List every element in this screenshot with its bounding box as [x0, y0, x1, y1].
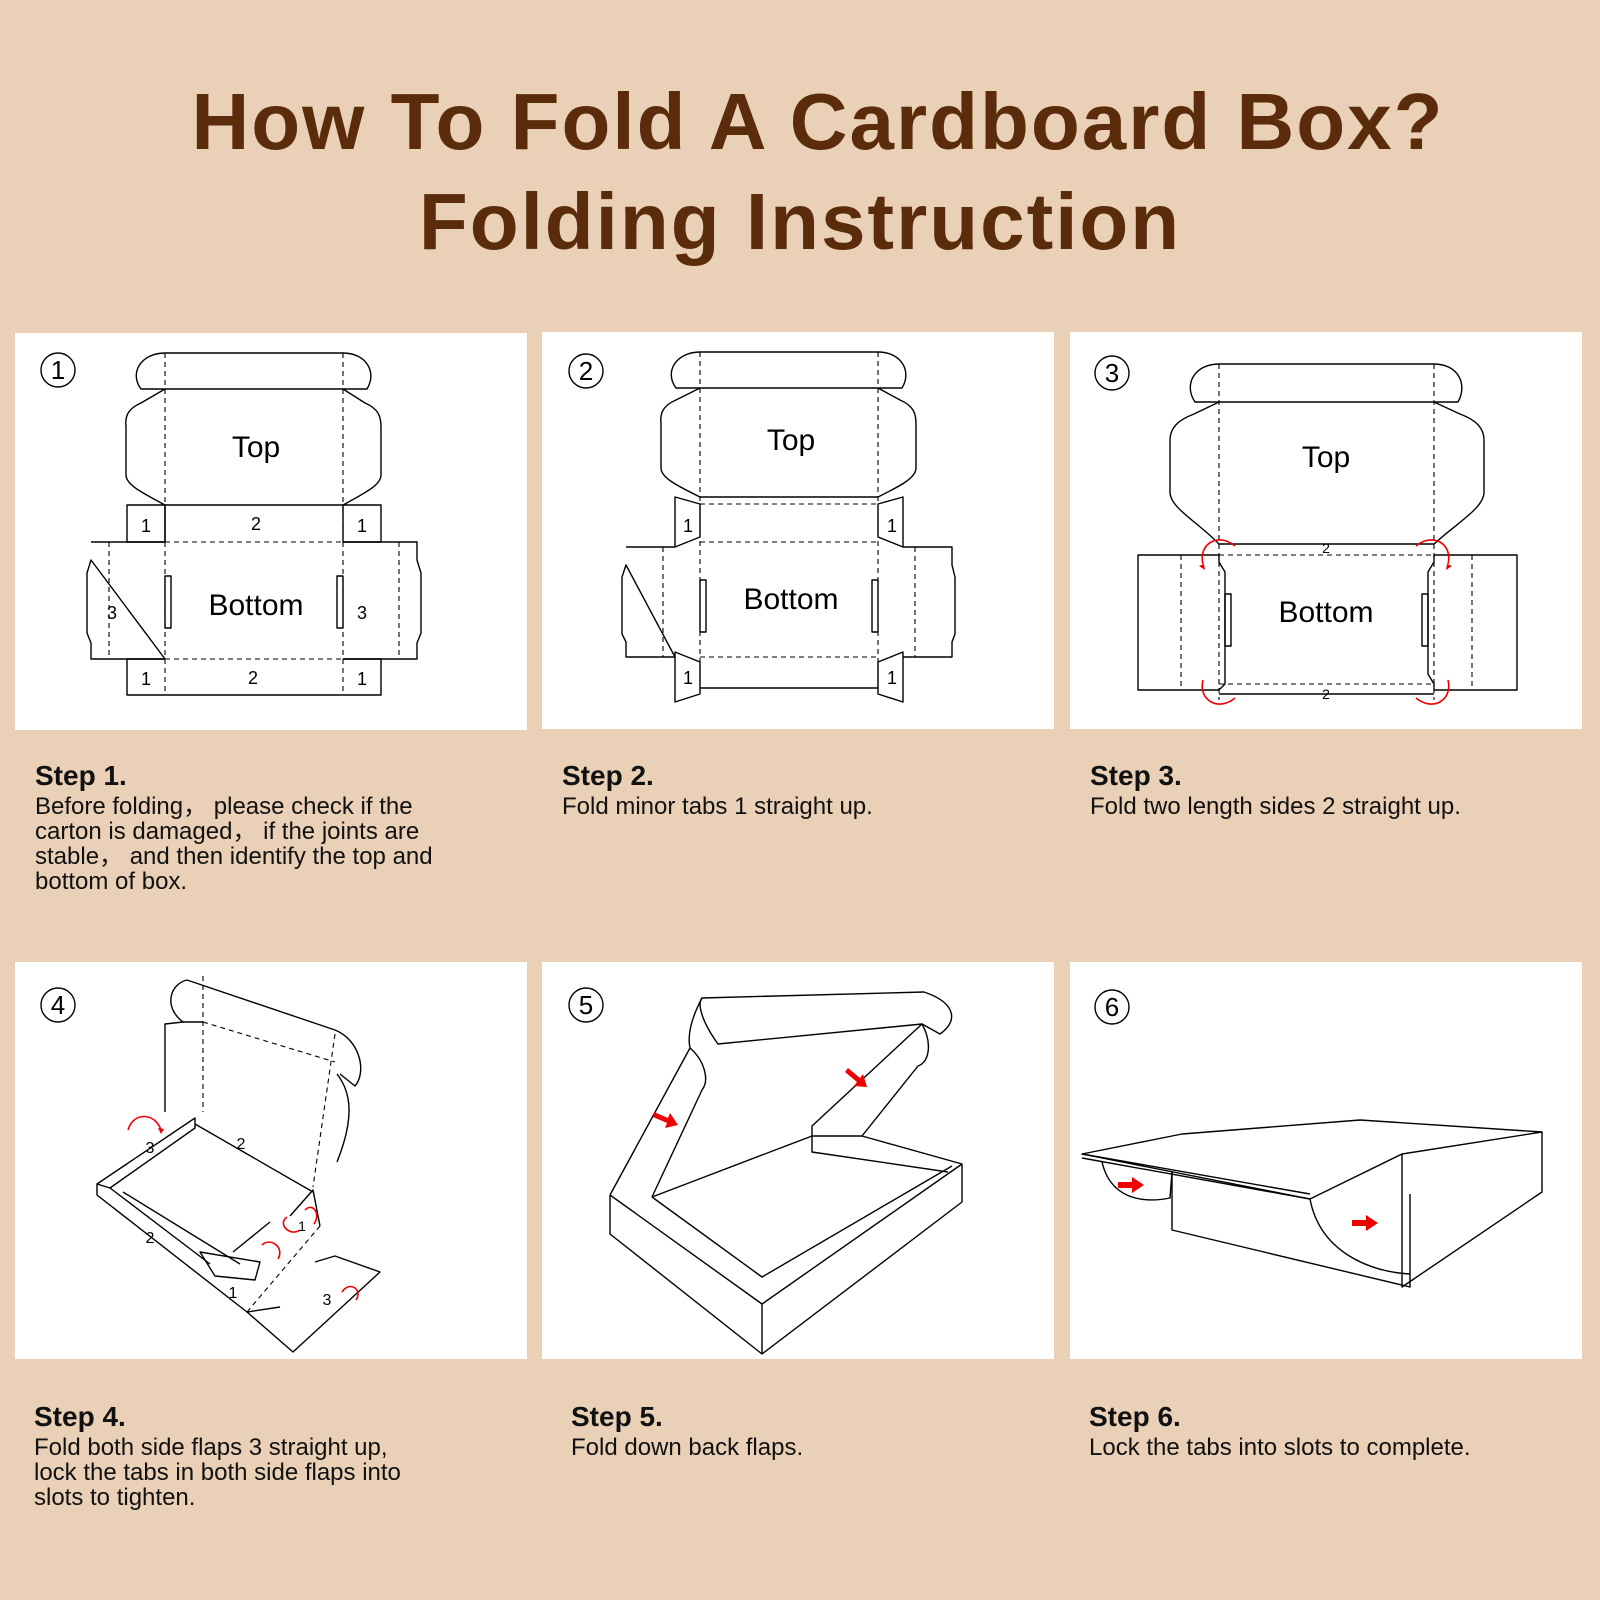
side-2-label: 2: [251, 514, 261, 534]
step-3-caption: Step 3. Fold two length sides 2 straight…: [1090, 760, 1560, 819]
svg-text:1: 1: [51, 355, 65, 385]
tab-1-label: 1: [357, 516, 367, 536]
svg-text:2: 2: [579, 356, 593, 386]
fold-arrows: [653, 1068, 867, 1128]
tab-1-label: 1: [298, 1218, 306, 1234]
step-description: Fold minor tabs 1 straight up.: [562, 793, 873, 820]
step-number-5: 5: [568, 987, 604, 1023]
step-3-diagram: 3 Top Bottom: [1070, 332, 1582, 729]
step-number-4: 4: [40, 987, 76, 1023]
flap-3-label: 3: [107, 603, 117, 623]
step-title: Step 1.: [35, 760, 127, 791]
side-2-label: 2: [1322, 686, 1330, 702]
box-flat-layout: [86, 352, 422, 696]
box-partially-folded: [96, 976, 381, 1353]
fold-arrows: [1199, 539, 1452, 705]
step-description: Fold two length sides 2 straight up.: [1090, 793, 1461, 820]
tab-1-label: 1: [887, 668, 897, 688]
step-1-caption: Step 1. Before folding， please check if …: [35, 760, 505, 894]
svg-text:4: 4: [51, 990, 65, 1020]
label-bottom: Bottom: [743, 583, 838, 616]
side-2-label: 2: [237, 1136, 246, 1153]
flap-3-label: 3: [146, 1140, 155, 1157]
label-top: Top: [1302, 441, 1350, 474]
main-title: How To Fold A Cardboard Box?: [191, 77, 1445, 166]
step-title: Step 3.: [1090, 760, 1182, 791]
svg-text:5: 5: [579, 990, 593, 1020]
step-number-6: 6: [1094, 989, 1130, 1025]
step-5-diagram: 5: [542, 962, 1054, 1359]
tab-1-label: 1: [141, 669, 151, 689]
step-6-caption: Step 6. Lock the tabs into slots to comp…: [1089, 1401, 1559, 1460]
tab-1-label: 1: [683, 668, 693, 688]
step-description: Fold down back flaps.: [571, 1434, 804, 1461]
side-2-label: 2: [146, 1230, 155, 1247]
step-description: Before folding， please check if the cart…: [35, 793, 433, 895]
fold-arrows: [127, 1115, 359, 1301]
label-bottom: Bottom: [1278, 596, 1373, 629]
box-open-lid: [609, 991, 963, 1355]
svg-text:6: 6: [1105, 992, 1119, 1022]
tab-1-label: 1: [357, 669, 367, 689]
tab-1-label: 1: [141, 516, 151, 536]
step-4-caption: Step 4. Fold both side flaps 3 straight …: [34, 1401, 504, 1510]
flap-3-label: 3: [323, 1292, 332, 1309]
step-2-caption: Step 2. Fold minor tabs 1 straight up.: [562, 760, 1032, 819]
step-number-2: 2: [568, 353, 604, 389]
step-5-caption: Step 5. Fold down back flaps.: [571, 1401, 1041, 1460]
subtitle: Folding Instruction: [418, 177, 1182, 266]
box-layout-tabs-up: [621, 351, 956, 703]
step-description: Fold both side flaps 3 straight up, lock…: [34, 1434, 401, 1511]
side-2-label: 2: [1322, 540, 1330, 556]
flap-3-label: 3: [357, 603, 367, 623]
side-2-label: 2: [248, 668, 258, 688]
label-top: Top: [232, 431, 280, 464]
tab-1-label: 1: [887, 516, 897, 536]
tab-1-label: 1: [229, 1285, 238, 1302]
box-closed: [1081, 1119, 1543, 1288]
tab-1-label: 1: [683, 516, 693, 536]
lock-arrows: [1118, 1177, 1378, 1231]
step-number-3: 3: [1094, 355, 1130, 391]
step-title: Step 5.: [571, 1401, 663, 1432]
step-number-1: 1: [40, 352, 76, 388]
step-title: Step 2.: [562, 760, 654, 791]
box-layout-sides-up: [1137, 363, 1518, 700]
step-description: Lock the tabs into slots to complete.: [1089, 1434, 1471, 1461]
step-title: Step 6.: [1089, 1401, 1181, 1432]
label-bottom: Bottom: [208, 589, 303, 622]
step-title: Step 4.: [34, 1401, 126, 1432]
svg-text:3: 3: [1105, 358, 1119, 388]
step-4-diagram: 4 3 2: [15, 962, 527, 1359]
step-6-diagram: 6: [1070, 962, 1582, 1359]
step-1-diagram: 1 Top Bottom 1 1 1 1 2 2: [15, 333, 527, 730]
label-top: Top: [767, 424, 815, 457]
step-2-diagram: 2 Top Bottom 1 1 1 1: [542, 332, 1054, 729]
